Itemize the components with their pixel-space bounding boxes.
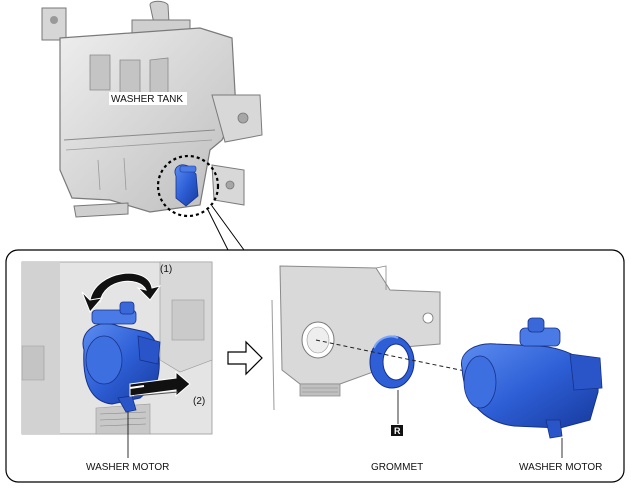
callout-leader-line (207, 209, 229, 251)
replace-badge-text: R (394, 426, 401, 436)
washer-motor-small-icon (174, 164, 199, 207)
pull-out-arrow-icon (129, 370, 191, 398)
alignment-dashed-line (315, 339, 471, 373)
washer-tank-illustration (41, 0, 263, 218)
left-view-removal: (1) (2) WASHER MOTOR (21, 261, 213, 473)
right-view-installed: R GROMMET WASHER MOTOR (271, 265, 603, 473)
washer-motor-left-label: WASHER MOTOR (86, 462, 169, 473)
callout-circle (156, 154, 220, 218)
washer-motor-right-icon (460, 317, 603, 439)
grommet-icon (369, 335, 415, 389)
step-2-label: (2) (193, 396, 205, 407)
washer-motor-right-label: WASHER MOTOR (519, 462, 602, 473)
hollow-right-arrow-icon (227, 340, 263, 376)
grommet-label: GROMMET (371, 462, 423, 473)
curved-rotate-arrow-icon (89, 272, 162, 303)
washer-tank-label-text: WASHER TANK (111, 94, 183, 105)
step-1-label: (1) (160, 264, 172, 275)
washer-tank-label: WASHER TANK (109, 92, 187, 105)
replace-part-badge-icon: R (391, 425, 403, 436)
